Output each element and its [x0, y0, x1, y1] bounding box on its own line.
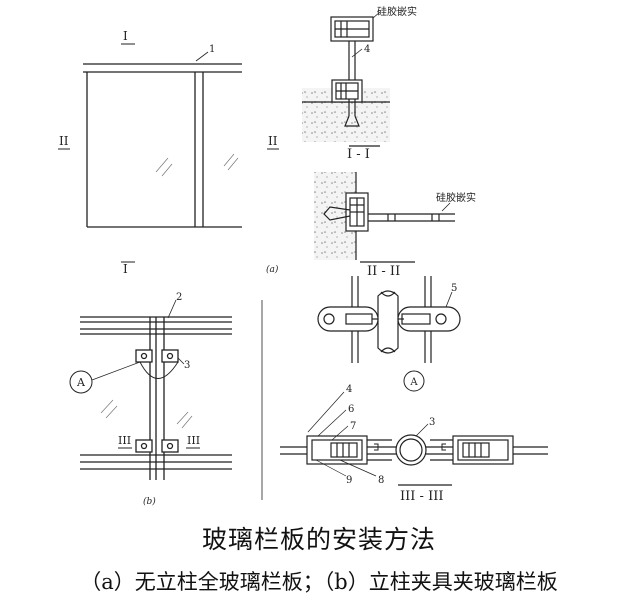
label-section-2-right: II: [268, 134, 278, 148]
label-sub-b: (b): [143, 496, 156, 507]
detail-a-marker: A: [403, 370, 425, 392]
callout-7: 7: [350, 421, 356, 432]
glass-railing-drawing: I I II II 1 (a) 硅胶嵌实: [58, 5, 548, 507]
elevation-b: [80, 299, 263, 500]
callout-2: 2: [176, 292, 182, 303]
sealant-note-2: 硅胶嵌实: [436, 191, 476, 204]
callout-5: 5: [451, 283, 457, 294]
label-section-1-cut: I - I: [347, 147, 370, 162]
callout-8: 8: [378, 475, 384, 486]
label-section-2-left: II: [59, 134, 69, 148]
detail-a-clamp: [317, 276, 461, 363]
callout-4-top: 4: [364, 44, 370, 55]
label-section-2-cut: II - II: [367, 264, 400, 279]
callout-9: 9: [346, 475, 352, 486]
sealant-note-1: 硅胶嵌实: [377, 5, 417, 18]
label-section-1-top: I: [123, 29, 128, 43]
callout-6: 6: [348, 404, 354, 415]
callout-1: 1: [209, 44, 215, 55]
detail-a-letter-left: A: [76, 376, 86, 389]
elevation-a: [58, 43, 279, 263]
label-sub-a: (a): [266, 264, 279, 275]
label-section-3-left: III: [118, 434, 131, 447]
figure-title: 玻璃栏板的安装方法: [201, 525, 436, 554]
callout-3-section: 3: [429, 417, 435, 428]
label-section-3-right: III: [187, 434, 200, 447]
label-section-3-cut: III - III: [400, 489, 443, 504]
callout-3-b: 3: [184, 360, 190, 371]
section-3-3: [280, 391, 548, 486]
detail-a-letter: A: [409, 377, 418, 388]
detail-a-marker-left: A: [69, 370, 93, 394]
figure-subtitle: （a）无立柱全玻璃栏板；（b）立柱夹具夹玻璃栏板: [80, 570, 558, 594]
section-1-1: [302, 11, 390, 147]
callout-4-bottom: 4: [346, 384, 352, 395]
label-section-1-bottom: I: [123, 262, 128, 276]
section-2-2: [314, 172, 455, 263]
